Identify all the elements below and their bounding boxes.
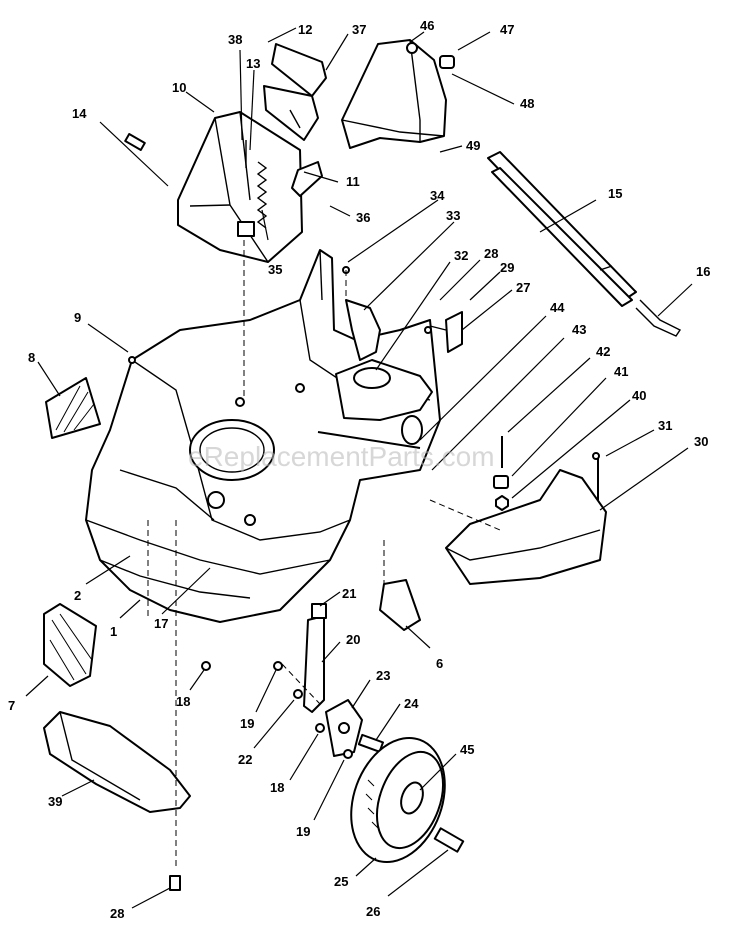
callout-12: 12 xyxy=(298,22,312,37)
height-arm-part xyxy=(303,603,327,713)
spring-part xyxy=(245,140,268,229)
callout-34: 34 xyxy=(430,188,445,203)
callout-11: 11 xyxy=(346,174,360,189)
front-baffle-part xyxy=(43,711,191,813)
callout-42: 42 xyxy=(596,344,610,359)
callout-23: 23 xyxy=(376,668,390,683)
callout-15: 15 xyxy=(608,186,622,201)
callout-9: 9 xyxy=(74,310,81,325)
rear-door-part xyxy=(177,111,303,263)
callout-28a: 28 xyxy=(484,246,498,261)
callout-40: 40 xyxy=(632,388,646,403)
callout-19b: 19 xyxy=(296,824,310,839)
bracket-part xyxy=(291,161,323,197)
callout-31: 31 xyxy=(658,418,672,433)
callout-33: 33 xyxy=(446,208,460,223)
callout-43: 43 xyxy=(572,322,586,337)
knob-part xyxy=(439,55,455,69)
lever-part xyxy=(429,311,463,353)
small-hardware xyxy=(128,266,600,891)
drive-assembly-part xyxy=(317,359,433,449)
callout-13: 13 xyxy=(246,56,260,71)
callout-19a: 19 xyxy=(240,716,254,731)
callout-44: 44 xyxy=(550,300,565,315)
bolt-part xyxy=(124,133,146,151)
trim-bar-part xyxy=(487,151,682,337)
callout-41: 41 xyxy=(614,364,628,379)
callout-35: 35 xyxy=(268,262,282,277)
callout-24: 24 xyxy=(404,696,419,711)
callout-37: 37 xyxy=(352,22,366,37)
callout-7: 7 xyxy=(8,698,15,713)
leader-lines xyxy=(25,27,693,909)
wheel-bolt-part xyxy=(357,733,384,753)
mower-deck-part xyxy=(85,249,441,623)
callout-20: 20 xyxy=(346,632,360,647)
callout-47: 47 xyxy=(500,22,514,37)
callout-21: 21 xyxy=(342,586,356,601)
callout-6: 6 xyxy=(436,656,443,671)
watermark-text: eReplacementParts.com xyxy=(188,441,495,472)
callout-8: 8 xyxy=(28,350,35,365)
callout-49: 49 xyxy=(466,138,480,153)
callout-27: 27 xyxy=(516,280,530,295)
callout-2: 2 xyxy=(74,588,81,603)
callout-46: 46 xyxy=(420,18,434,33)
callout-25: 25 xyxy=(334,874,348,889)
deflector-bracket-part xyxy=(345,299,381,361)
flap-part xyxy=(263,43,327,141)
callout-45: 45 xyxy=(460,742,474,757)
axle-bolt-part xyxy=(433,827,465,853)
callout-22: 22 xyxy=(238,752,252,767)
callout-labels: 1 2 6 7 8 9 10 11 12 13 14 15 16 17 18 1… xyxy=(8,18,710,921)
wheel-part xyxy=(350,737,446,863)
callout-36: 36 xyxy=(356,210,370,225)
front-flap-part xyxy=(43,603,97,687)
callout-38: 38 xyxy=(228,32,242,47)
callout-1: 1 xyxy=(110,624,117,639)
callout-28b: 28 xyxy=(110,906,124,921)
callout-17: 17 xyxy=(154,616,168,631)
left-flap-part xyxy=(45,377,101,439)
callout-48: 48 xyxy=(520,96,534,111)
callout-18a: 18 xyxy=(176,694,190,709)
callout-16: 16 xyxy=(696,264,710,279)
callout-26: 26 xyxy=(366,904,380,919)
callout-32: 32 xyxy=(454,248,468,263)
rear-cover-part xyxy=(445,469,607,585)
callout-29: 29 xyxy=(500,260,514,275)
hardware-part xyxy=(493,436,599,511)
callout-10: 10 xyxy=(172,80,186,95)
wheel-plate-part xyxy=(325,699,363,757)
rear-deflector-part xyxy=(379,579,421,631)
side-chute-part xyxy=(341,39,447,149)
callout-30: 30 xyxy=(694,434,708,449)
callout-39: 39 xyxy=(48,794,62,809)
assembly-lines xyxy=(147,240,501,870)
callout-14: 14 xyxy=(72,106,87,121)
callout-18b: 18 xyxy=(270,780,284,795)
